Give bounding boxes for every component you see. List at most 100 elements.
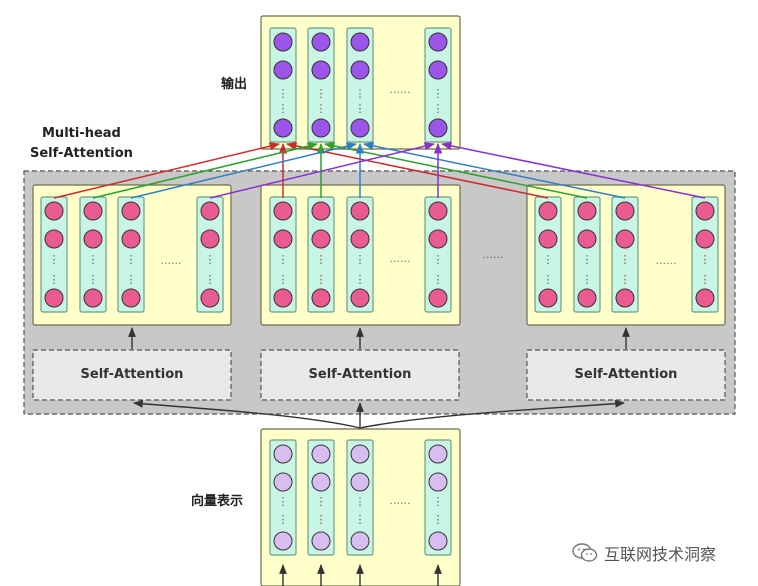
input-panel-node	[311, 444, 331, 464]
output-panel-node	[428, 60, 448, 80]
head-panel-2-vertical-dots: ⋮	[316, 273, 327, 286]
head-panel-3-node	[615, 229, 635, 249]
output-panel-node	[273, 60, 293, 80]
input-panel-vertical-dots: ⋮	[433, 513, 444, 526]
head-panel-3-vertical-dots: ⋮	[582, 273, 593, 286]
self-attention-box-2	[260, 349, 460, 401]
head-panel-2-node	[350, 288, 370, 308]
head-panel-3-vertical-dots: ⋮	[620, 273, 631, 286]
input-panel-column-1	[269, 439, 297, 556]
input-panel-vertical-dots: ⋮	[278, 495, 289, 508]
head-panel-1-vertical-dots: ⋮	[205, 273, 216, 286]
output-panel-vertical-dots: ⋮	[278, 87, 289, 100]
head-panel-3-node	[538, 201, 558, 221]
output-panel-vertical-dots: ⋮	[316, 102, 327, 115]
head-panel-2-node	[273, 288, 293, 308]
head-panel-1-node	[121, 201, 141, 221]
head1-to-output-arrow-4	[209, 142, 436, 199]
head3-to-output-arrow-1	[285, 141, 549, 199]
head-panel-2-node	[428, 288, 448, 308]
self-attention-box-1	[32, 349, 232, 401]
head-panel-2-node	[273, 201, 293, 221]
input-label: 向量表示	[191, 494, 244, 509]
head-panel-1-vertical-dots: ⋮	[49, 253, 60, 266]
output-panel-node	[311, 32, 331, 52]
head-panel-1-node	[121, 288, 141, 308]
head-panel-3-node	[577, 201, 597, 221]
head-panel-3-column-3	[611, 196, 639, 313]
output-panel-column-3	[346, 27, 374, 143]
output-panel-node	[273, 32, 293, 52]
head3-to-output-arrow-3	[362, 141, 626, 199]
input-panel-column-3	[346, 439, 374, 556]
head-panel-1-node	[121, 229, 141, 249]
input-panel-node	[311, 531, 331, 551]
head-panel-1-node	[44, 229, 64, 249]
head-panel-1-node	[200, 229, 220, 249]
head-panel-3-column-4	[691, 196, 719, 313]
head-panel-3-node	[695, 288, 715, 308]
input-panel-node	[350, 444, 370, 464]
head-panel-3-node	[538, 229, 558, 249]
output-panel-node	[428, 32, 448, 52]
output-panel-column-2	[307, 27, 335, 143]
head-panel-3-vertical-dots: ⋮	[582, 253, 593, 266]
head-panel-2-node	[428, 201, 448, 221]
multihead-label-line1: Multi-head	[42, 126, 121, 141]
head-panel-3-vertical-dots: ⋮	[543, 253, 554, 266]
input-panel-node	[350, 472, 370, 492]
head-panel-2-vertical-dots: ⋮	[355, 253, 366, 266]
input-panel-vertical-dots: ⋮	[316, 513, 327, 526]
output-panel-column-4	[424, 27, 452, 143]
head-panel-1-vertical-dots: ⋮	[88, 253, 99, 266]
output-panel-vertical-dots: ⋮	[316, 87, 327, 100]
head-panel-2-node	[350, 201, 370, 221]
head1-to-output-arrow-2	[92, 142, 319, 199]
output-panel-node	[428, 118, 448, 138]
head-panel-2-node	[311, 229, 331, 249]
head-panel-2-vertical-dots: ⋮	[278, 273, 289, 286]
output-panel-node	[311, 118, 331, 138]
head-panel-2-vertical-dots: ⋮	[278, 253, 289, 266]
head-panel-1-ellipsis: ......	[161, 254, 182, 267]
head1-to-output-arrow-1	[53, 142, 281, 199]
head-panel-3-node	[538, 288, 558, 308]
multihead-label-line2: Self-Attention	[30, 146, 133, 161]
input-panel-vertical-dots: ⋮	[316, 495, 327, 508]
head-panel-3-node	[695, 229, 715, 249]
head-panel-2-node	[311, 288, 331, 308]
input-panel-node	[273, 444, 293, 464]
heads-ellipsis: ......	[483, 248, 504, 261]
head-panel-1-column-3	[117, 196, 145, 313]
input-panel-node	[273, 531, 293, 551]
head-panel-3-node	[577, 288, 597, 308]
head-panel-1-node	[83, 229, 103, 249]
head-panel-2-vertical-dots: ⋮	[316, 253, 327, 266]
head-panel-1-node	[44, 201, 64, 221]
head-panel-1-node	[83, 201, 103, 221]
input-panel-node	[311, 472, 331, 492]
output-panel-vertical-dots: ⋮	[355, 87, 366, 100]
head-panel-1-column-1	[40, 196, 68, 313]
head-panel-2-vertical-dots: ⋮	[433, 273, 444, 286]
head3-to-output-arrow-2	[323, 141, 588, 199]
head-panel-1-vertical-dots: ⋮	[205, 253, 216, 266]
output-label: 输出	[221, 77, 248, 92]
output-panel-node	[273, 118, 293, 138]
head-panel-1-node	[83, 288, 103, 308]
head-panel-2-vertical-dots: ⋮	[355, 273, 366, 286]
head-panel-1-node	[200, 201, 220, 221]
self-attention-label-3: Self-Attention	[574, 367, 678, 382]
head-panel-1-column-2	[79, 196, 107, 313]
head3-to-output-arrow-4	[440, 141, 706, 199]
head-panel-1-node	[200, 288, 220, 308]
input-panel-vertical-dots: ⋮	[278, 513, 289, 526]
head-panel-3-node	[577, 229, 597, 249]
watermark-text: 互联网技术洞察	[604, 545, 717, 564]
input-panel-node	[273, 472, 293, 492]
head-panel-1-vertical-dots: ⋮	[126, 253, 137, 266]
head-panel-1-column-4	[196, 196, 224, 313]
head-panel-1-node	[44, 288, 64, 308]
head-panel-2-node	[350, 229, 370, 249]
wechat-icon	[572, 543, 598, 562]
